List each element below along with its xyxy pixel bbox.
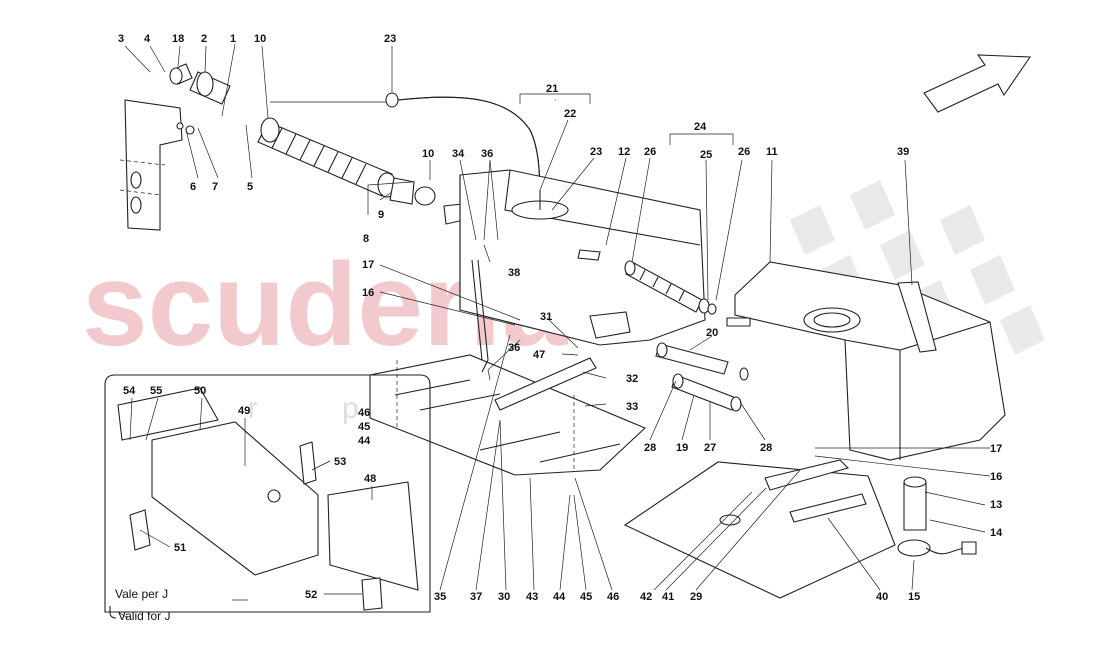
callout-49: 49 (238, 405, 250, 417)
callout-4: 4 (144, 33, 151, 45)
callout-20: 20 (706, 327, 718, 339)
callout-51: 51 (174, 542, 186, 554)
callout-38: 38 (508, 267, 520, 279)
callout-43: 43 (526, 591, 538, 603)
callout-30: 30 (498, 591, 510, 603)
callout-17: 17 (362, 259, 374, 271)
callout-44b: 44 (553, 591, 566, 603)
callout-46b: 46 (607, 591, 619, 603)
fuel-tank-rear (459, 169, 706, 346)
callout-10b: 10 (422, 148, 434, 160)
callout-2: 2 (201, 33, 207, 45)
callout-19: 19 (676, 442, 688, 454)
callout-7: 7 (212, 181, 218, 193)
inset-note-line1: Vale per J (115, 587, 168, 601)
callout-28b: 28 (760, 442, 772, 454)
callout-36b: 36 (508, 342, 520, 354)
callout-39: 39 (897, 146, 909, 158)
callout-26b: 26 (738, 146, 750, 158)
callout-23b: 23 (590, 146, 602, 158)
callout-45b: 45 (580, 591, 592, 603)
callout-10: 10 (254, 33, 266, 45)
callout-8: 8 (363, 233, 369, 245)
inset-box: Vale per J Valid for J (104, 374, 431, 623)
inset-note-line2: Valid for J (118, 609, 170, 623)
callout-54: 54 (123, 385, 136, 397)
callout-13: 13 (990, 499, 1002, 511)
front-support-tray (623, 459, 896, 599)
lower-hoses (655, 342, 749, 412)
crossover-hose (624, 260, 717, 315)
callout-40: 40 (876, 591, 888, 603)
callout-41: 41 (662, 591, 674, 603)
callout-42: 42 (640, 591, 652, 603)
callout-29: 29 (690, 591, 702, 603)
callout-22: 22 (564, 108, 576, 120)
callouts: 3 4 18 2 1 10 23 6 7 5 9 8 21 22 10 34 3… (118, 33, 1003, 603)
callout-52: 52 (305, 589, 317, 601)
callout-18: 18 (172, 33, 184, 45)
callout-37: 37 (470, 591, 482, 603)
body-panel (119, 99, 183, 231)
callout-45: 45 (358, 421, 370, 433)
callout-47: 47 (533, 349, 545, 361)
callout-11: 11 (766, 146, 778, 158)
direction-arrow-icon (923, 54, 1032, 113)
callout-21: 21 (546, 83, 558, 95)
callout-5: 5 (247, 181, 253, 193)
callout-15: 15 (908, 591, 920, 603)
filler-neck-assembly (169, 63, 465, 225)
callout-23: 23 (384, 33, 396, 45)
center-support-tray (369, 259, 646, 476)
callout-26: 26 (644, 146, 656, 158)
callout-31: 31 (540, 311, 552, 323)
callout-17b: 17 (990, 443, 1002, 455)
callout-12: 12 (618, 146, 630, 158)
leader-lines (117, 43, 991, 619)
callout-25: 25 (700, 149, 712, 161)
callout-9: 9 (378, 209, 384, 221)
callout-34: 34 (452, 148, 465, 160)
callout-36: 36 (481, 148, 493, 160)
callout-3: 3 (118, 33, 124, 45)
callout-35: 35 (434, 591, 446, 603)
callout-28: 28 (644, 442, 656, 454)
callout-44: 44 (358, 435, 371, 447)
callout-27: 27 (704, 442, 716, 454)
callout-55: 55 (150, 385, 162, 397)
fuel-tank-front (726, 261, 1006, 461)
callout-1: 1 (230, 33, 236, 45)
fuel-level-sender (897, 476, 977, 557)
callout-14: 14 (990, 527, 1003, 539)
callout-6: 6 (190, 181, 196, 193)
callout-32: 32 (626, 373, 638, 385)
callout-48: 48 (364, 473, 376, 485)
callout-16b: 16 (990, 471, 1002, 483)
callout-33: 33 (626, 401, 638, 413)
callout-24: 24 (694, 121, 707, 133)
callout-53: 53 (334, 456, 346, 468)
callout-16: 16 (362, 287, 374, 299)
callout-46: 46 (358, 407, 370, 419)
callout-50: 50 (194, 385, 206, 397)
